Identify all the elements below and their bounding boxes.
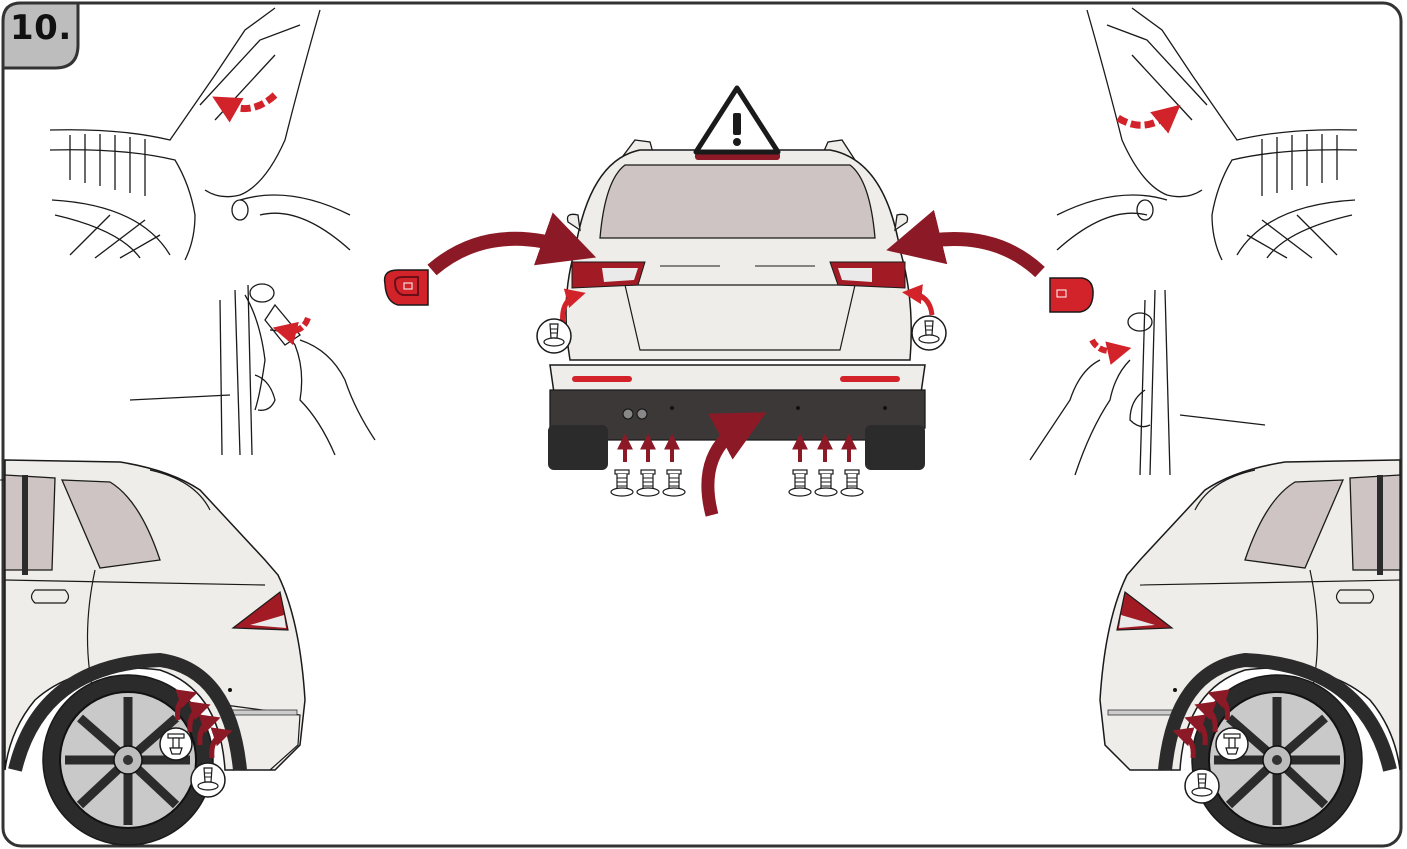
screw-icon-wheel-left	[191, 763, 225, 797]
tail-light-removed-right	[1050, 278, 1093, 312]
push-clip-icon-right	[1216, 728, 1248, 760]
tail-light-removed-left	[385, 270, 428, 305]
step-number: 10.	[10, 8, 72, 48]
rear-window	[600, 165, 875, 238]
screw-icon-wheel-right	[1185, 769, 1219, 803]
screw-icon-right	[912, 316, 946, 350]
screw-icon-left	[537, 319, 571, 353]
push-clip-icon-left	[160, 728, 192, 760]
rear-car-view	[548, 140, 925, 470]
